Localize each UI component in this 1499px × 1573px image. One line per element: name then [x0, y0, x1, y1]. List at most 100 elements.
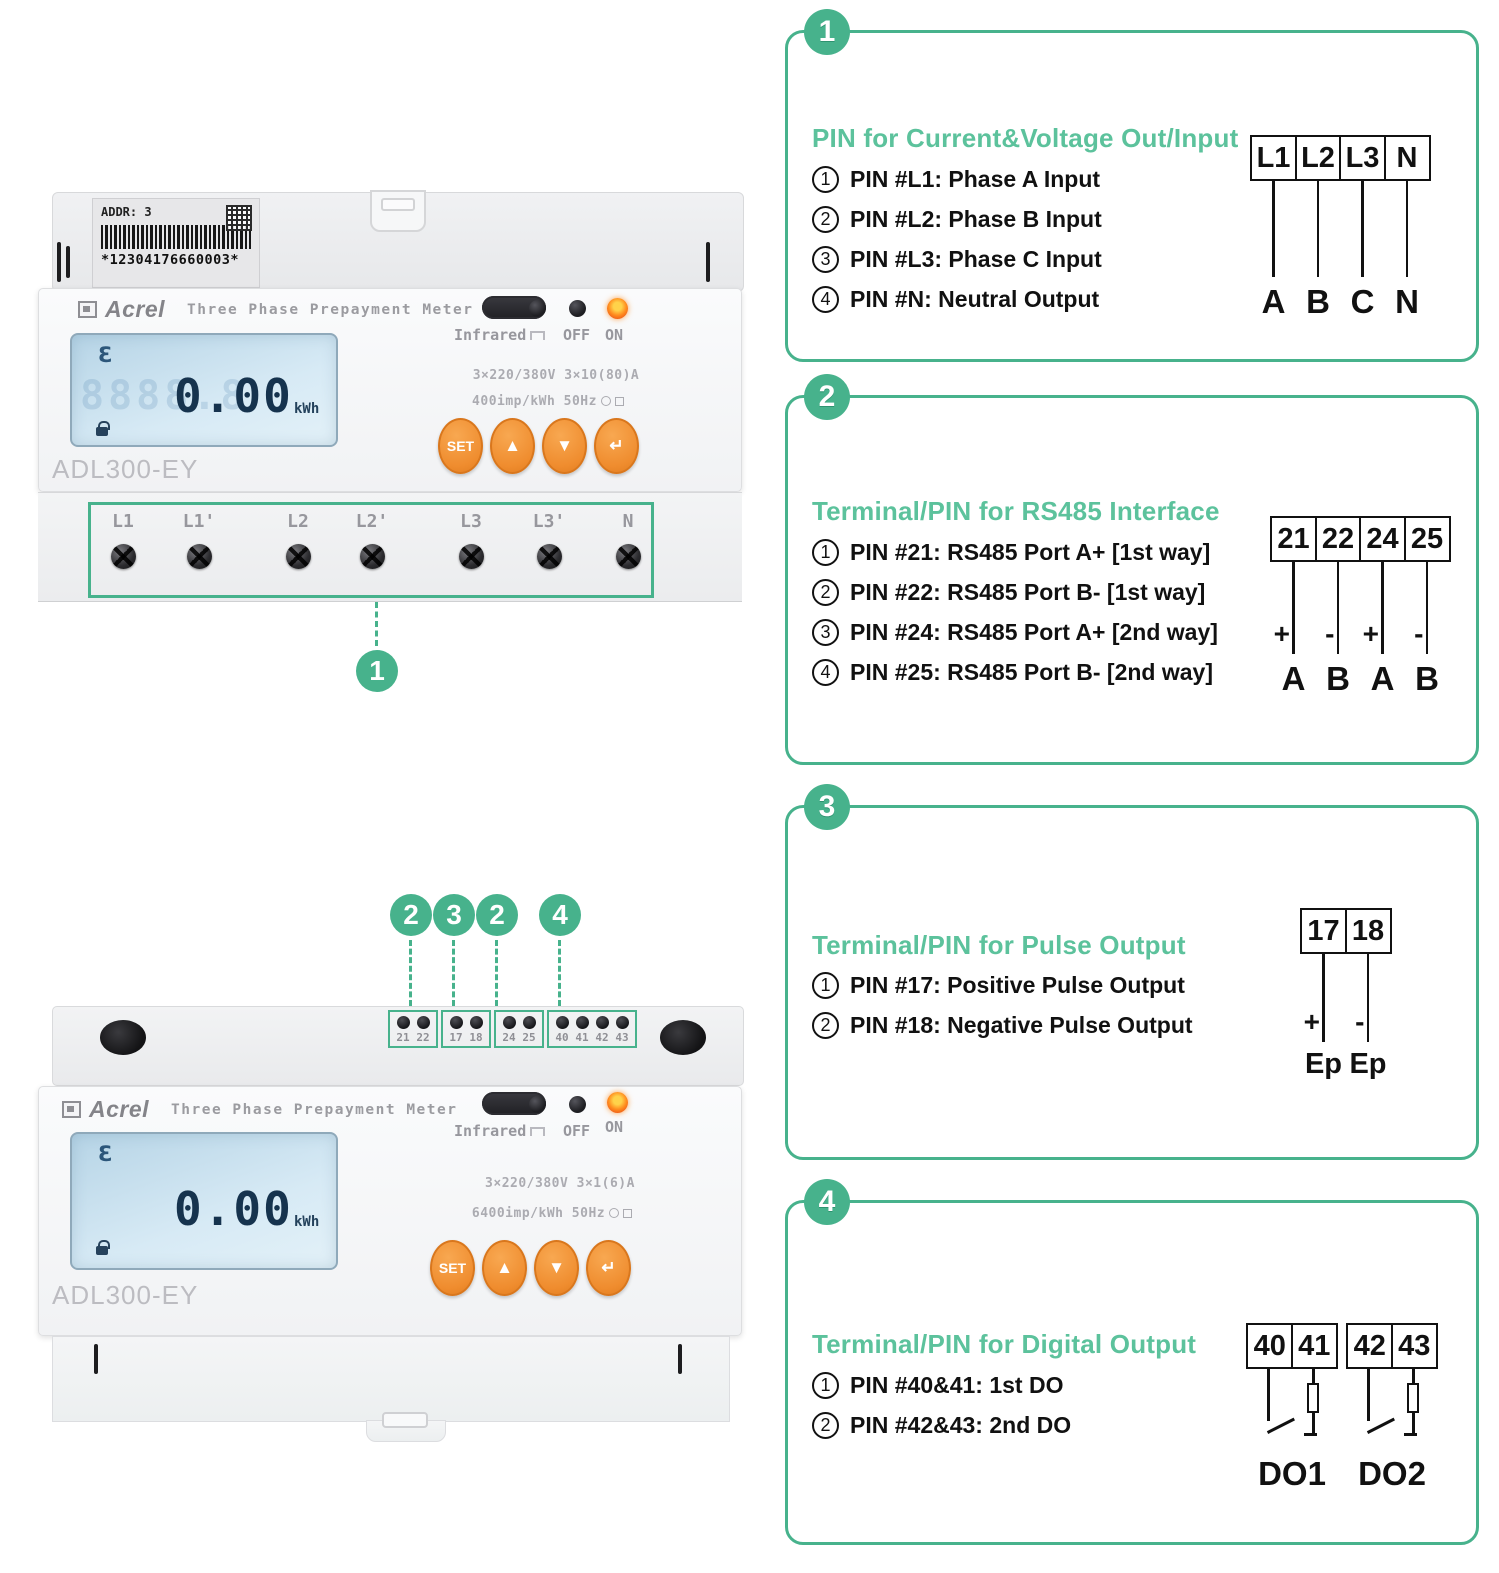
- item-text: PIN #L3: Phase C Input: [850, 246, 1102, 272]
- terminal-pin: [615, 1016, 629, 1029]
- polarity-sign: -: [1414, 618, 1424, 649]
- clip-slot: [381, 198, 415, 211]
- sticker-serial: *12304176660003*: [101, 252, 240, 268]
- wire-line: [1322, 954, 1325, 1042]
- phase-label: C: [1350, 283, 1375, 320]
- rating-line-1: 3×220/380V 3×1(6)A: [485, 1176, 635, 1191]
- callout-dash-line: [452, 940, 455, 1006]
- pulse-label: Ep: [1304, 1048, 1343, 1080]
- pin-number: 22: [416, 1031, 430, 1044]
- wire-line: [1272, 181, 1275, 277]
- port-label: B: [1415, 660, 1439, 697]
- pin-number: 40: [555, 1031, 569, 1044]
- item-number: 1: [812, 166, 839, 193]
- sticker-addr: ADDR: 3: [101, 205, 152, 219]
- aux-terminal-groups: 21 22 17 18 24 25 40 41 42 43: [388, 1010, 637, 1048]
- polarity-sign: -: [1325, 618, 1335, 649]
- pulse-terminals: 17 18: [441, 1010, 491, 1048]
- infrared-label: Infrared: [454, 326, 527, 344]
- polarity-sign: +: [1303, 1006, 1320, 1037]
- terminal-label: L2: [287, 511, 309, 532]
- item-text: PIN #40&41: 1st DO: [850, 1372, 1064, 1398]
- item-text: PIN #N: Neutral Output: [850, 286, 1100, 312]
- callout-dash-line: [495, 940, 498, 1006]
- rail-mark: [678, 1344, 682, 1374]
- box-badge-2: 2: [804, 374, 850, 420]
- rail-mark: [66, 246, 70, 278]
- fuse-icon: [1407, 1383, 1419, 1413]
- item-text: PIN #21: RS485 Port A+ [1st way]: [850, 539, 1211, 565]
- wire-columns: A B C N: [1250, 181, 1431, 321]
- din-release-handle: [382, 1412, 428, 1428]
- lcd-unit: kWh: [294, 401, 320, 417]
- insulation-class-icon: [614, 397, 624, 406]
- meter-photo-bottom: 2 3 2 4 21 22 17 18 24 25 40: [30, 880, 747, 1465]
- pulse-led: [529, 300, 546, 317]
- callout-badge-2a: 2: [390, 894, 432, 936]
- pin-cell: 17: [1300, 908, 1347, 954]
- wire-line: [1367, 1369, 1370, 1421]
- terminal-pin: [522, 1016, 536, 1029]
- callout-badge-2b: 2: [476, 894, 518, 936]
- down-button: ▼: [534, 1240, 579, 1296]
- lcd-mode-digit: Ɛ: [98, 343, 113, 367]
- do1-group: 40 41 DO1: [1246, 1323, 1338, 1493]
- up-button: ▲: [490, 418, 535, 474]
- pin-number: 41: [575, 1031, 589, 1044]
- product-name: Three Phase Prepayment Meter: [187, 301, 474, 318]
- item-number: 3: [812, 619, 839, 646]
- terminal-label: L1': [182, 511, 216, 532]
- pulse-icon: [530, 331, 545, 340]
- on-label: ON: [605, 326, 624, 344]
- id-sticker: ADDR: 3 *12304176660003*: [92, 198, 260, 288]
- item-number: 2: [812, 1012, 839, 1039]
- phase-label: A: [1261, 283, 1286, 320]
- wire-line: [1405, 181, 1409, 277]
- box-title: Terminal/PIN for Pulse Output: [812, 930, 1186, 960]
- terminal-screw: [458, 544, 484, 569]
- item-number: 2: [812, 206, 839, 233]
- off-led: [569, 1096, 586, 1113]
- terminal-pin: [449, 1016, 463, 1029]
- din-clip-tab: [370, 190, 426, 232]
- lcd-value: 0.00: [174, 1182, 293, 1236]
- item-text: PIN #L1: Phase A Input: [850, 166, 1101, 192]
- pin-number: 24: [502, 1031, 516, 1044]
- item-text: PIN #18: Negative Pulse Output: [850, 1012, 1193, 1038]
- phase-label: B: [1306, 283, 1330, 320]
- qr-code-icon: [226, 205, 252, 231]
- item-number: 1: [812, 539, 839, 566]
- pulse-led: [529, 1096, 546, 1113]
- button-row: SET ▲ ▼ ↵: [430, 1240, 631, 1296]
- acrel-logo-icon: [62, 1101, 81, 1118]
- box-badge-4: 4: [804, 1179, 850, 1225]
- lcd-value: 0.00: [174, 369, 293, 423]
- contact-tick: [1304, 1433, 1317, 1436]
- box-title: Terminal/PIN for Digital Output: [812, 1329, 1197, 1359]
- wire-line: [1381, 562, 1384, 654]
- lock-icon: [96, 421, 110, 436]
- terminal-label: L2': [355, 511, 389, 532]
- enter-button: ↵: [586, 1240, 631, 1296]
- pin-cell: 41: [1290, 1323, 1338, 1369]
- terminal-pin: [595, 1016, 609, 1029]
- item-text: PIN #42&43: 2nd DO: [850, 1412, 1072, 1438]
- lcd-display: Ɛ 0.00 kWh: [70, 1132, 338, 1270]
- on-led: [607, 1092, 628, 1113]
- wire-line: [1425, 562, 1429, 654]
- rating-line-2-text: 400imp/kWh 50Hz: [472, 394, 597, 409]
- terminal-pin: [396, 1016, 410, 1029]
- pin-cell: 24: [1359, 516, 1406, 562]
- terminal-pin: [502, 1016, 516, 1029]
- polarity-sign: +: [1273, 618, 1290, 649]
- wire-line: [1312, 1369, 1315, 1383]
- lcd-mode-digit: Ɛ: [98, 1142, 113, 1166]
- item-number: 2: [812, 579, 839, 606]
- rating-line-2: 400imp/kWh 50Hz: [418, 394, 678, 409]
- terminal-label: L1: [112, 511, 134, 532]
- rating-line-2-text: 6400imp/kWh 50Hz: [471, 1206, 606, 1221]
- phase-label: N: [1395, 283, 1419, 320]
- digital-output-terminals: 40 41 42 43: [547, 1010, 637, 1048]
